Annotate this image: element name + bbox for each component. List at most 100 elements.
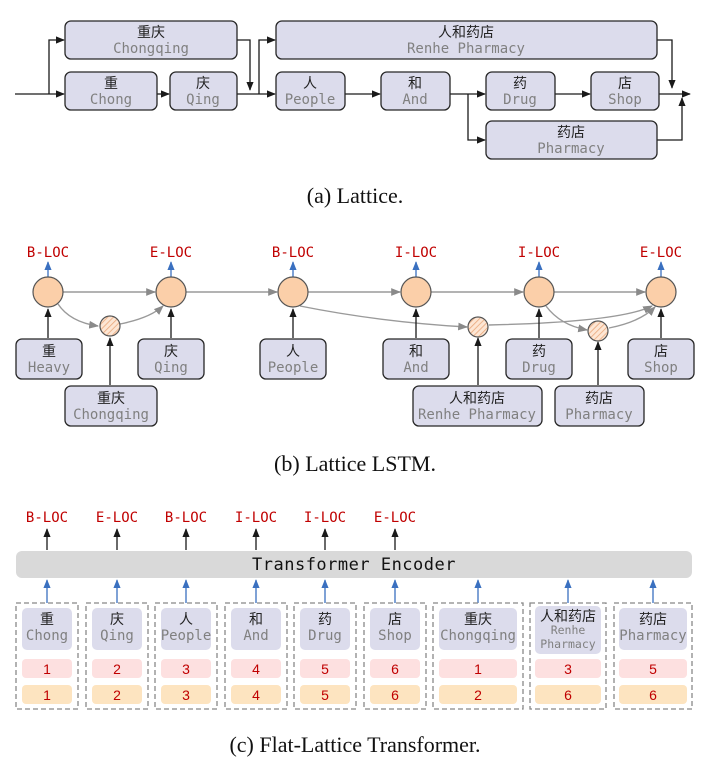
node-en: Renhe Pharmacy	[418, 407, 536, 423]
lattice-caption: (a) Lattice.	[307, 183, 404, 208]
lstm-cell	[400, 276, 432, 308]
lattice-node-people: 人 People	[275, 71, 346, 111]
flat-tag: E-LOC	[374, 510, 416, 526]
token-en: Shop	[378, 628, 412, 644]
node-cn: 重庆	[97, 391, 125, 407]
lattice-node-qing: 庆 Qing	[169, 71, 238, 111]
node-en: Renhe Pharmacy	[407, 41, 525, 57]
head-index: 5	[649, 661, 657, 677]
node-en: And	[402, 92, 427, 108]
node-cn: 人	[303, 76, 317, 92]
flat-tag: B-LOC	[26, 510, 68, 526]
node-cn: 药	[532, 344, 546, 360]
node-en: Pharmacy	[565, 407, 632, 423]
node-cn: 重	[104, 76, 118, 92]
token-en: Qing	[100, 628, 134, 644]
node-cn: 庆	[196, 76, 210, 92]
head-index: 2	[113, 661, 121, 677]
node-cn: 人	[286, 344, 300, 360]
lstm-cells	[32, 276, 677, 342]
lattice-node-and: 和 And	[380, 71, 451, 111]
lstm-word-cell	[467, 316, 489, 338]
transformer-encoder: Transformer Encoder	[16, 551, 692, 578]
lstm-word-chongqing: 重庆 Chongqing	[64, 385, 158, 427]
node-cn: 人和药店	[449, 391, 505, 407]
head-index: 5	[321, 661, 329, 677]
lstm-input-edges	[44, 308, 665, 385]
node-en: Heavy	[28, 360, 70, 376]
node-cn: 重庆	[137, 25, 165, 41]
head-index: 3	[182, 661, 190, 677]
token-en: Drug	[308, 628, 342, 644]
tail-index: 2	[474, 687, 482, 703]
token-en: And	[243, 628, 268, 644]
node-en: Drug	[522, 360, 556, 376]
lstm-word-cell	[99, 315, 121, 337]
token-en: Pharmacy	[619, 628, 686, 644]
node-en: Drug	[503, 92, 537, 108]
token-en: Chong	[26, 628, 68, 644]
head-index: 4	[252, 661, 260, 677]
lstm-tag: I-LOC	[518, 245, 560, 261]
flat-tag: I-LOC	[304, 510, 346, 526]
lstm-cell	[523, 276, 555, 308]
node-cn: 药	[513, 76, 527, 92]
flat-caption: (c) Flat-Lattice Transformer.	[229, 732, 480, 757]
tail-index: 4	[252, 687, 260, 703]
lattice-node-renhe: 人和药店 Renhe Pharmacy	[275, 20, 658, 60]
lattice-node-chong: 重 Chong	[64, 71, 158, 111]
lstm-word-pharmacy: 药店 Pharmacy	[554, 385, 645, 427]
head-index: 6	[391, 661, 399, 677]
flat-tag: E-LOC	[96, 510, 138, 526]
flat-token: 人 People 3 3	[154, 602, 218, 710]
lstm-cell	[32, 276, 64, 308]
lstm-tag: B-LOC	[27, 245, 69, 261]
lstm-edges	[57, 288, 656, 333]
node-en: People	[285, 92, 336, 108]
lstm-cell	[277, 276, 309, 308]
token-cn: 店	[388, 612, 402, 628]
token-cn: 人	[179, 612, 193, 628]
token-en: Chongqing	[440, 628, 516, 644]
node-en: Chong	[90, 92, 132, 108]
token-en: People	[161, 628, 212, 644]
node-cn: 药店	[585, 391, 613, 407]
lstm-char-heavy: 重 Heavy	[15, 338, 83, 380]
node-cn: 和	[408, 76, 422, 92]
token-cn: 重庆	[464, 612, 492, 628]
lstm-char-and: 和 And	[382, 338, 450, 380]
lattice-edges	[15, 36, 691, 144]
token-cn: 庆	[110, 612, 124, 628]
flat-tag: B-LOC	[165, 510, 207, 526]
lstm-tag: I-LOC	[395, 245, 437, 261]
lattice-node-drug: 药 Drug	[485, 71, 556, 111]
flat-panel: B-LOC E-LOC B-LOC I-LOC I-LOC E-LOC Tran…	[15, 510, 693, 757]
flat-token: 庆 Qing 2 2	[85, 602, 149, 710]
lattice-node-chongqing: 重庆 Chongqing	[64, 20, 238, 60]
flat-token: 重 Chong 1 1	[15, 602, 79, 710]
lstm-tag: E-LOC	[640, 245, 682, 261]
node-en: People	[268, 360, 319, 376]
lstm-tags: B-LOC E-LOC B-LOC I-LOC I-LOC E-LOC	[27, 245, 682, 278]
lstm-tag: E-LOC	[150, 245, 192, 261]
flat-token: 店 Shop 6 6	[363, 602, 427, 710]
flat-token: 药店 Pharmacy 5 6	[613, 602, 693, 710]
flat-token: 重庆 Chongqing 1 2	[432, 602, 524, 710]
lstm-tag: B-LOC	[272, 245, 314, 261]
flat-input-arrows	[43, 579, 657, 603]
token-en-line2: Pharmacy	[540, 637, 595, 651]
head-index: 1	[474, 661, 482, 677]
node-cn: 店	[618, 76, 632, 92]
lstm-caption: (b) Lattice LSTM.	[274, 451, 436, 476]
token-cn: 人和药店	[540, 609, 596, 625]
lstm-word-renhe: 人和药店 Renhe Pharmacy	[412, 385, 543, 427]
node-cn: 药店	[557, 125, 585, 141]
node-en: Chongqing	[113, 41, 189, 57]
tail-index: 5	[321, 687, 329, 703]
head-index: 1	[43, 661, 51, 677]
node-cn: 庆	[164, 344, 178, 360]
token-en-line1: Renhe	[551, 623, 586, 637]
node-en: Shop	[608, 92, 642, 108]
node-en: And	[403, 360, 428, 376]
tail-index: 3	[182, 687, 190, 703]
